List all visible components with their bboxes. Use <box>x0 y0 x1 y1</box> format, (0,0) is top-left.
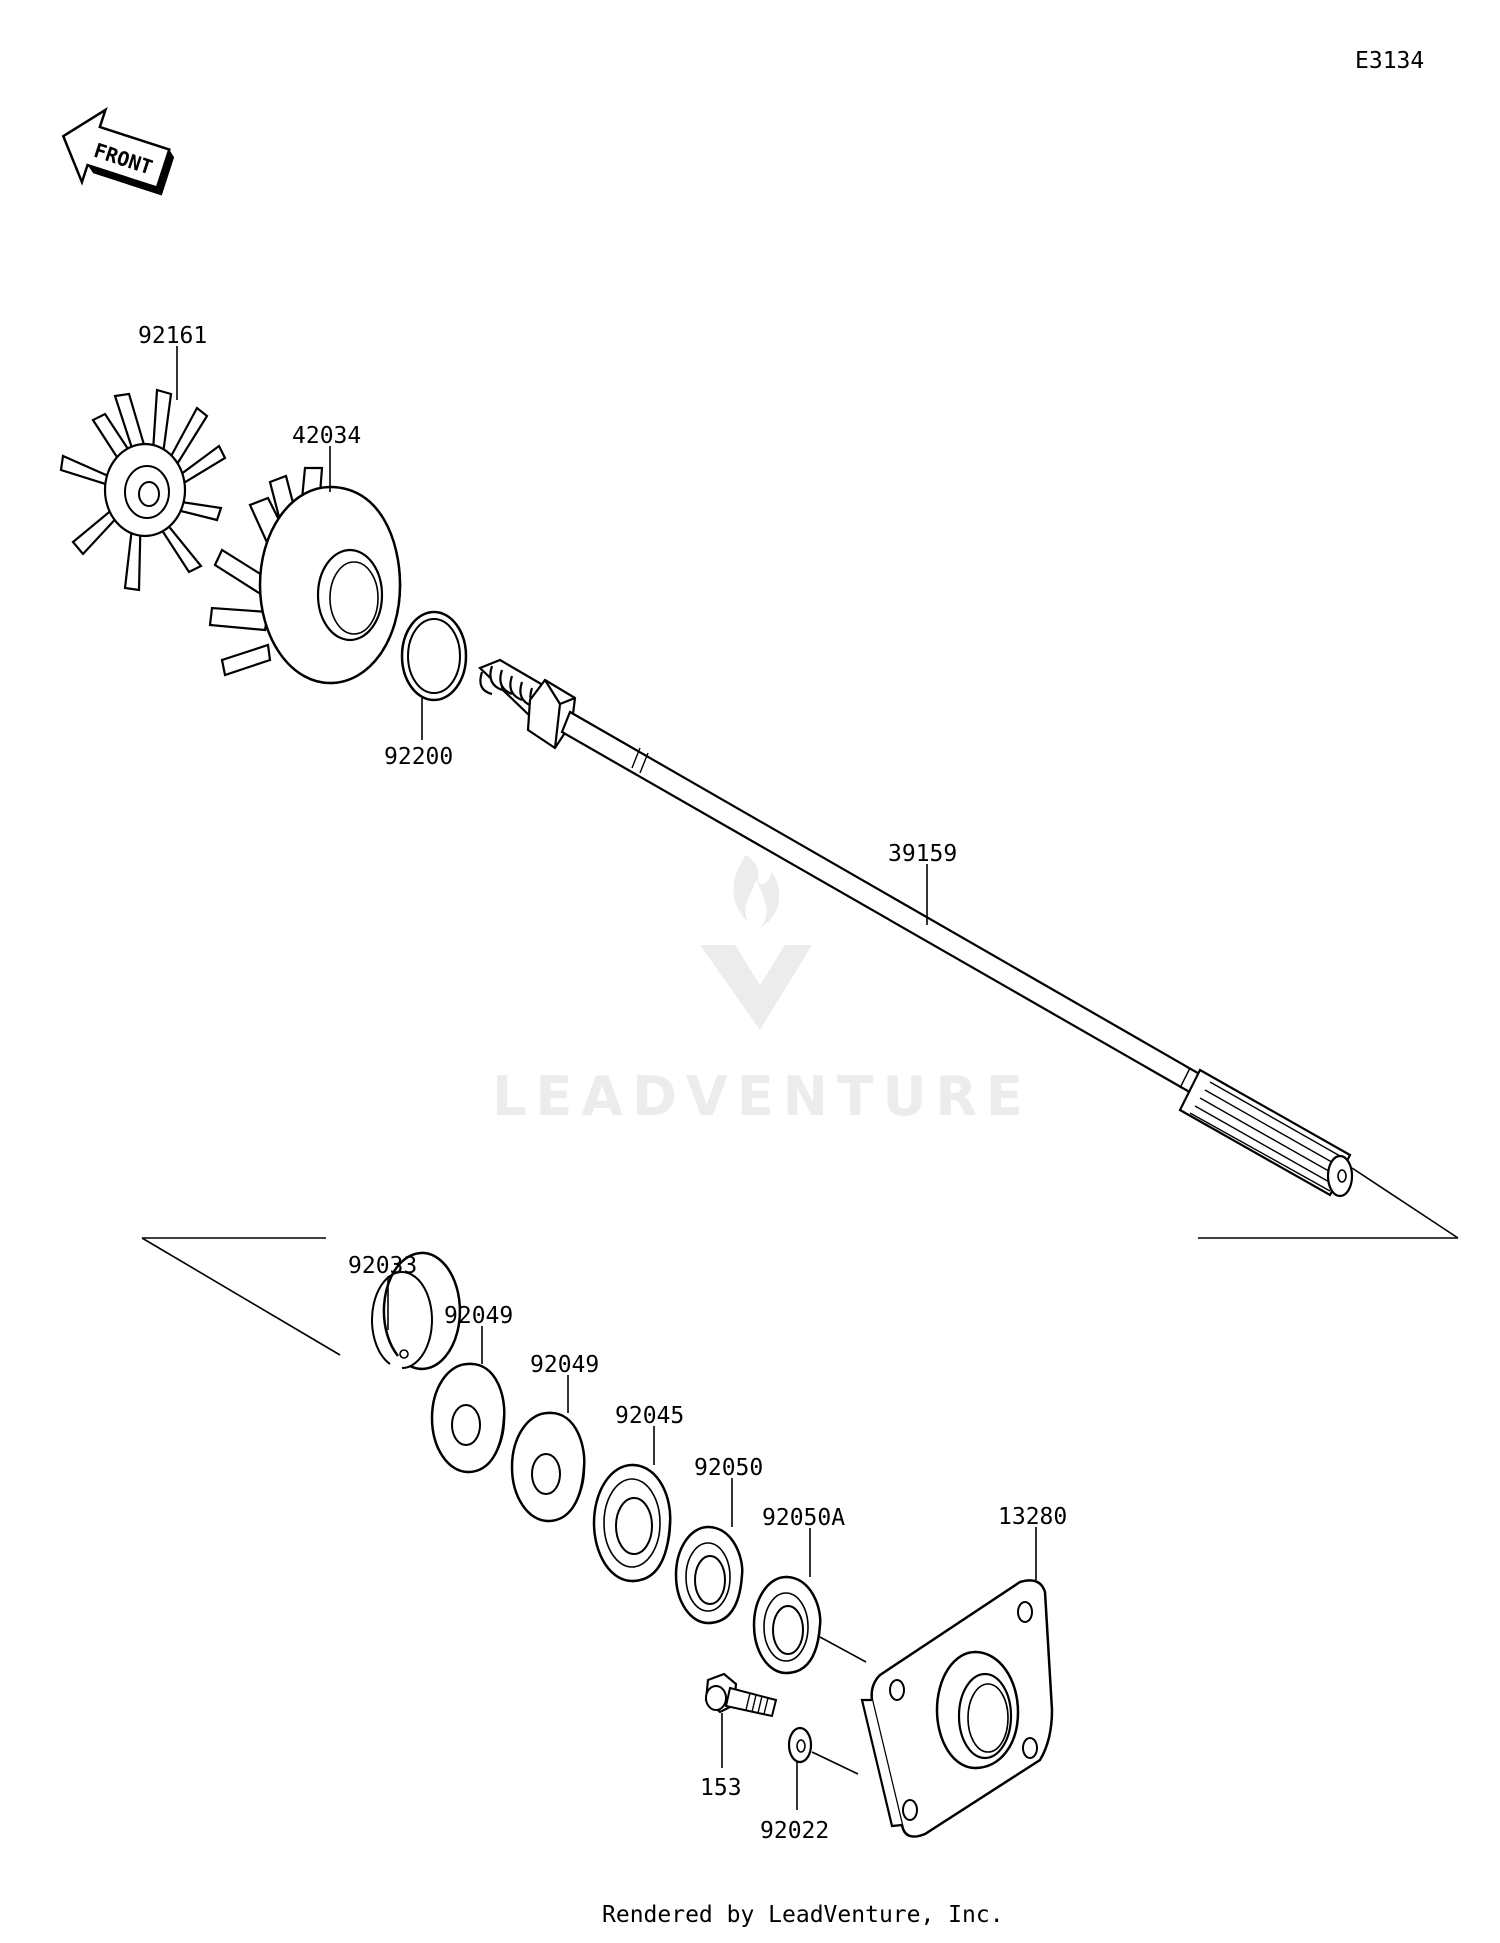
label-92049-2: 92049 <box>530 1352 599 1378</box>
watermark-flame-icon <box>733 855 780 928</box>
oil-seal-a <box>752 1575 822 1675</box>
footer-credit: Rendered by LeadVenture, Inc. <box>602 1902 1004 1928</box>
drive-shaft <box>478 658 1354 1198</box>
washer-1 <box>430 1362 506 1474</box>
ball-bearing <box>592 1463 672 1583</box>
leader-lines <box>141 346 1459 1810</box>
front-arrow-icon: FRONT <box>61 107 175 196</box>
label-92050: 92050 <box>694 1455 763 1481</box>
impeller-fan <box>59 388 227 592</box>
flange-bolt <box>704 1672 778 1718</box>
label-92022: 92022 <box>760 1818 829 1844</box>
label-153: 153 <box>700 1775 742 1801</box>
circlip <box>371 1251 462 1371</box>
label-42034: 42034 <box>292 423 361 449</box>
small-washer <box>787 1726 813 1764</box>
watermark-v-icon <box>700 945 812 1030</box>
diagram-code: E3134 <box>1355 48 1424 74</box>
label-92049-1: 92049 <box>444 1303 513 1329</box>
label-39159: 39159 <box>888 841 957 867</box>
label-92050a: 92050A <box>762 1505 845 1531</box>
shim-ring <box>400 610 468 702</box>
label-92033: 92033 <box>348 1253 417 1279</box>
label-92200: 92200 <box>384 744 453 770</box>
label-13280: 13280 <box>998 1504 1067 1530</box>
watermark: LEADVENTURE <box>492 855 1032 1128</box>
watermark-text: LEADVENTURE <box>492 1065 1032 1128</box>
label-92161: 92161 <box>138 323 207 349</box>
bearing-housing <box>860 1579 1054 1838</box>
oil-seal <box>674 1525 744 1625</box>
washer-2 <box>510 1411 586 1523</box>
label-92045: 92045 <box>615 1403 684 1429</box>
impeller <box>208 466 402 685</box>
